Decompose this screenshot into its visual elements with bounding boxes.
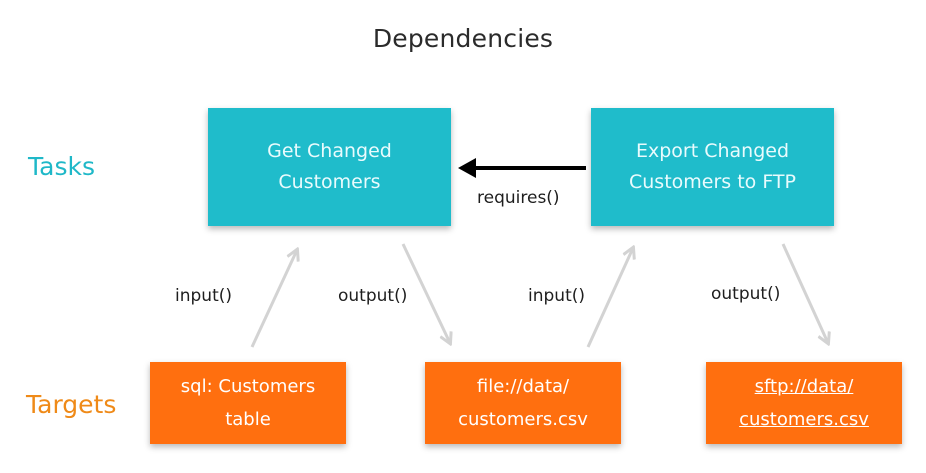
input-label-1: input() xyxy=(175,286,232,306)
target-2-line1: file://data/ xyxy=(476,376,570,397)
task-1-line2: Customers xyxy=(278,171,381,193)
target-sftp-customers-csv: sftp://data/ customers.csv xyxy=(706,362,902,444)
task-get-changed-customers: Get Changed Customers xyxy=(208,108,451,226)
target-3-line1: sftp://data/ xyxy=(754,376,854,397)
target-2-line2: customers.csv xyxy=(458,409,588,430)
target-file-customers-csv: file://data/ customers.csv xyxy=(425,362,621,444)
task-2-line2: Customers to FTP xyxy=(628,171,796,193)
task-export-changed-customers: Export Changed Customers to FTP xyxy=(591,108,834,226)
requires-label: requires() xyxy=(477,188,560,208)
tasks-row-label: Tasks xyxy=(28,152,95,181)
task-2-line1: Export Changed xyxy=(635,140,790,162)
task-1-line1: Get Changed xyxy=(267,140,392,162)
output-arrow-2 xyxy=(781,243,828,343)
targets-row-label: Targets xyxy=(26,390,117,419)
output-arrow-1 xyxy=(401,243,450,343)
input-label-2: input() xyxy=(528,286,585,306)
diagram-title: Dependencies xyxy=(372,24,554,53)
input-arrow-2 xyxy=(586,248,633,348)
target-1-line2: table xyxy=(225,409,271,430)
target-sql-customers-table: sql: Customers table xyxy=(150,362,346,444)
input-arrow-1 xyxy=(250,250,297,348)
output-label-2: output() xyxy=(711,284,781,304)
target-3-line2: customers.csv xyxy=(739,409,869,430)
target-1-line1: sql: Customers xyxy=(180,376,316,397)
requires-arrow xyxy=(458,158,586,178)
output-label-1: output() xyxy=(338,286,408,306)
